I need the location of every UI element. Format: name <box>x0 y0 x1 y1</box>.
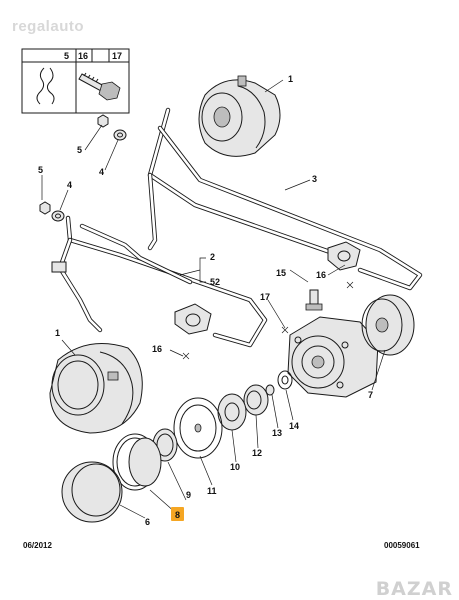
fitting-5-upper <box>97 114 109 128</box>
inset-label-17: 17 <box>112 51 122 61</box>
inset-box: 5 16 17 <box>21 48 130 114</box>
callout-17: 17 <box>260 292 270 302</box>
marker-16-upper <box>346 281 354 289</box>
callout-labels: 1 3 2 52 5 4 5 4 15 16 17 16 1 7 14 13 1… <box>38 74 373 527</box>
callout-8: 8 <box>175 510 180 520</box>
ring-14 <box>277 370 293 390</box>
callout-1-left: 1 <box>55 328 60 338</box>
watermark-bazar: BAZAR <box>375 578 453 600</box>
callout-15: 15 <box>276 268 286 278</box>
bolt-icon <box>78 72 121 101</box>
seal-12 <box>243 384 269 416</box>
gasket-8 <box>112 433 162 491</box>
callout-9: 9 <box>186 490 191 500</box>
drum-unit-left <box>49 343 143 434</box>
footer-reference: 00059061 <box>384 541 420 550</box>
fitting-4-upper <box>113 129 127 141</box>
callout-5-lower: 5 <box>38 165 43 175</box>
leader-lines <box>41 79 386 519</box>
callout-14: 14 <box>289 421 299 431</box>
watermark-regalauto: regalauto <box>12 18 85 35</box>
footer-date: 06/2012 <box>23 541 52 550</box>
callout-10: 10 <box>230 462 240 472</box>
callout-6: 6 <box>145 517 150 527</box>
pipe-assembly-3 <box>147 107 423 291</box>
pipe-assembly-2 <box>51 215 268 348</box>
callout-11: 11 <box>207 486 217 496</box>
marker-16-lower <box>182 352 190 360</box>
callout-7: 7 <box>368 390 373 400</box>
clip-icon <box>36 67 55 105</box>
callout-5-upper: 5 <box>77 145 82 155</box>
callout-52: 52 <box>210 277 220 287</box>
callout-12: 12 <box>252 448 262 458</box>
inset-label-16: 16 <box>78 51 88 61</box>
callout-4-lower: 4 <box>67 180 72 190</box>
marker-17 <box>281 326 289 334</box>
pipe-bracket-lower <box>174 303 212 335</box>
callout-4-upper: 4 <box>99 167 104 177</box>
ring-13 <box>265 384 275 396</box>
callout-16-upper: 16 <box>316 270 326 280</box>
inset-label-5: 5 <box>64 51 69 61</box>
housing <box>287 316 379 398</box>
fitting-5-lower <box>39 201 51 215</box>
callout-2: 2 <box>210 252 215 262</box>
callout-13: 13 <box>272 428 282 438</box>
callout-3: 3 <box>312 174 317 184</box>
pipe-bracket-upper <box>327 241 361 271</box>
part-8-highlight <box>171 507 184 521</box>
plate-11 <box>173 397 223 459</box>
callout-1-top: 1 <box>288 74 293 84</box>
fitting-4-lower <box>51 210 65 222</box>
bolt-15 <box>305 289 323 311</box>
pump-unit-top <box>198 75 281 157</box>
callout-16-lower: 16 <box>152 344 162 354</box>
cap-6 <box>61 461 123 523</box>
pulley-7 <box>361 294 415 356</box>
